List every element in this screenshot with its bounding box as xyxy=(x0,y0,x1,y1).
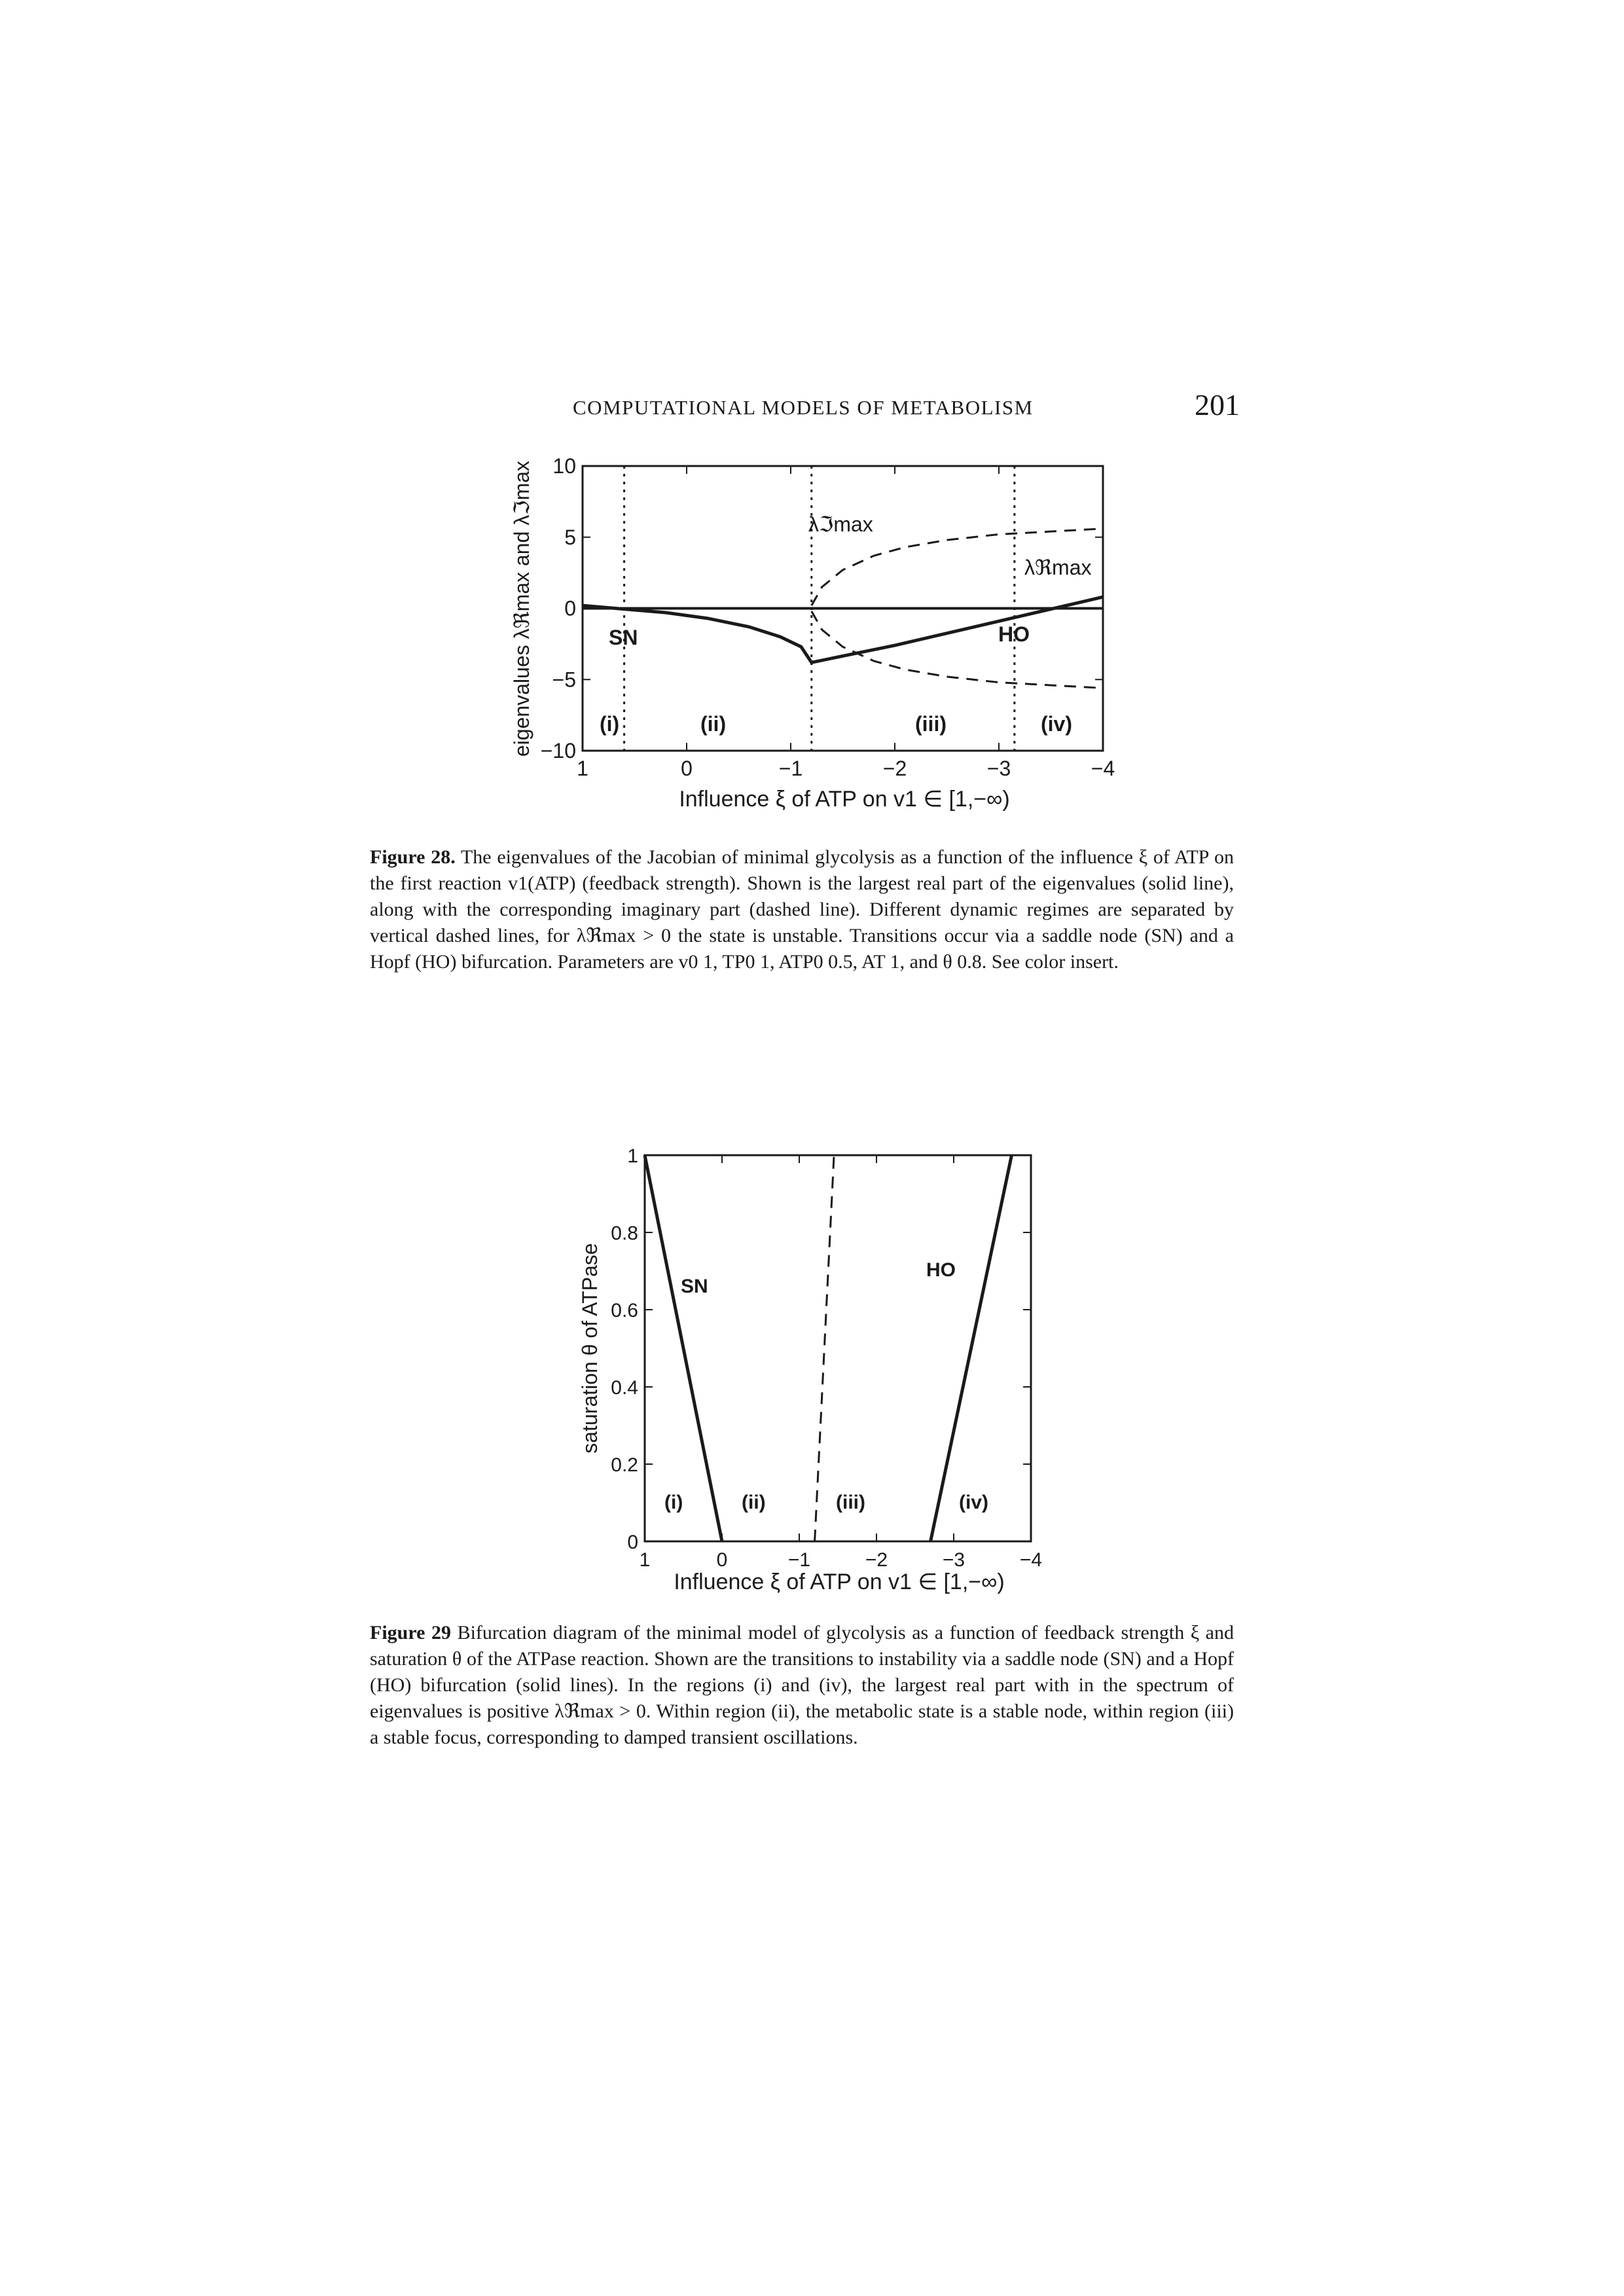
fig28-xtick-label: −4 xyxy=(1091,757,1115,780)
fig28-real-annotation: λℜmax xyxy=(1024,556,1092,579)
fig28-xtick-label: 1 xyxy=(577,757,588,780)
fig28-region-label: (i) xyxy=(600,712,619,736)
fig28-ytick-label: 5 xyxy=(564,526,576,549)
fig29-xtick-label: −4 xyxy=(1020,1549,1042,1571)
fig28-series-2 xyxy=(810,611,1104,689)
figure-29-caption: Figure 29 Bifurcation diagram of the min… xyxy=(370,1620,1234,1751)
fig28-imag-annotation: λℑmax xyxy=(808,512,873,536)
fig29-region-label: (iv) xyxy=(959,1492,988,1513)
fig29-ytick-label: 0.8 xyxy=(611,1223,638,1244)
fig28-ho-label: HO xyxy=(998,622,1030,646)
figure-28-caption-text: The eigenvalues of the Jacobian of minim… xyxy=(370,846,1235,973)
fig29-ho-label: HO xyxy=(926,1259,956,1281)
fig28-xlabel: Influence ξ of ATP on v1 ∈ [1,−∞) xyxy=(679,787,1009,812)
fig28-sn-label: SN xyxy=(609,626,638,649)
fig28-xtick-label: 0 xyxy=(681,757,693,780)
fig29-xtick-label: −1 xyxy=(788,1549,810,1571)
fig29-plot-frame xyxy=(643,1154,1032,1543)
running-head: COMPUTATIONAL MODELS OF METABOLISM xyxy=(573,396,1034,419)
fig28-xtick-label: −3 xyxy=(987,757,1011,780)
fig29-ytick-label: 0.4 xyxy=(611,1377,638,1399)
fig28-ytick-label: −10 xyxy=(541,739,576,762)
fig29-ylabel: saturation θ of ATPase xyxy=(578,1243,602,1453)
fig29-xlabel: Influence ξ of ATP on v1 ∈ [1,−∞) xyxy=(674,1570,1004,1594)
page-number: 201 xyxy=(1195,388,1240,422)
fig28-ylabel: eigenvalues λℜmax and λℑmax xyxy=(510,461,533,757)
fig29-xtick-label: 1 xyxy=(640,1549,651,1571)
fig28-ytick-label: 0 xyxy=(564,597,576,620)
figure-29-caption-text: Bifurcation diagram of the minimal model… xyxy=(370,1622,1235,1748)
fig29-xtick-label: −3 xyxy=(943,1549,965,1571)
fig29-region-label: (i) xyxy=(664,1492,683,1513)
fig29-series-0 xyxy=(643,1155,724,1542)
fig29-region-label: (iii) xyxy=(836,1492,865,1513)
figure-29-label: Figure 29 xyxy=(370,1622,451,1643)
fig29-ytick-label: 0 xyxy=(627,1532,638,1553)
fig28-ytick-label: −5 xyxy=(552,668,576,691)
fig29-xtick-label: 0 xyxy=(717,1549,728,1571)
fig28-series-0 xyxy=(582,595,1104,664)
fig29-xtick-label: −2 xyxy=(865,1549,888,1571)
figure-28-caption: Figure 28. The eigenvalues of the Jacobi… xyxy=(370,844,1234,975)
fig29-sn-label: SN xyxy=(681,1276,708,1297)
figure-28-label: Figure 28. xyxy=(370,846,456,868)
fig28-region-label: (iv) xyxy=(1041,712,1072,736)
fig29-series-1 xyxy=(929,1155,1013,1542)
fig28-ytick-label: 10 xyxy=(552,454,576,478)
fig28-series-1 xyxy=(810,528,1104,606)
fig29-ytick-label: 0.6 xyxy=(611,1300,638,1321)
fig29-region-label: (ii) xyxy=(742,1492,766,1513)
fig29-ytick-label: 1 xyxy=(627,1145,638,1167)
fig29-series-2 xyxy=(814,1155,835,1542)
fig28-region-label: (iii) xyxy=(915,712,947,736)
fig29-ytick-label: 0.2 xyxy=(611,1454,638,1476)
fig28-region-label: (ii) xyxy=(700,712,726,736)
fig28-xtick-label: −2 xyxy=(883,757,907,780)
fig28-xtick-label: −1 xyxy=(779,757,803,780)
